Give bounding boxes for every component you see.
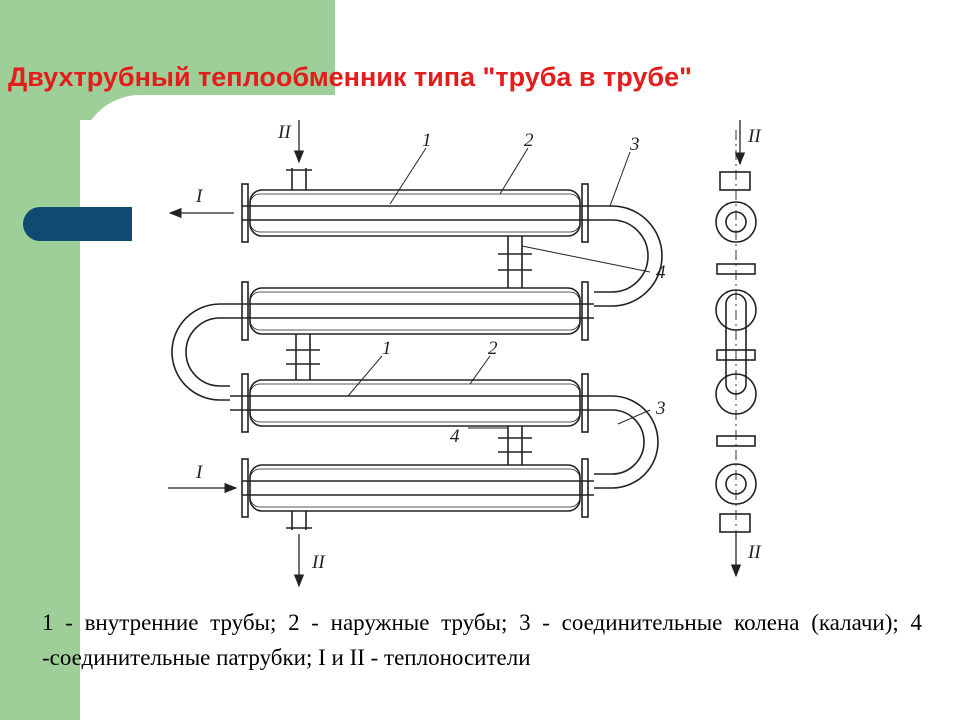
- return-bend-right-bottom: [594, 395, 659, 489]
- inner-tube-row-4: [242, 480, 594, 496]
- side-view: [715, 120, 757, 578]
- label-3-mid: 3: [655, 398, 666, 419]
- label-flow-I-out: I: [195, 186, 204, 207]
- label-2-mid: 2: [488, 338, 498, 359]
- outer-tube-row-2: [249, 287, 581, 335]
- content-corner: [80, 95, 335, 155]
- inner-tube-row-2: [230, 303, 594, 319]
- return-bend-right-top: [594, 205, 663, 307]
- flanges: [241, 183, 589, 518]
- inlet-nozzle-II: [286, 168, 312, 190]
- return-bend-left: [171, 303, 230, 401]
- outlet-nozzle-II: [286, 511, 312, 530]
- label-flow-II-in: II: [277, 122, 292, 143]
- label-flow-II-side-out: II: [747, 542, 762, 563]
- label-flow-I-in: I: [195, 462, 204, 483]
- left-green-band: [0, 0, 80, 720]
- slide-title: Двухтрубный теплообменник типа "труба в …: [8, 62, 692, 92]
- leader-lines: [347, 147, 651, 429]
- label-4-top: 4: [656, 262, 666, 283]
- outer-tube-row-3: [249, 379, 581, 427]
- connecting-nozzle-2: [286, 334, 320, 380]
- diagram-labels: 1 2 3 4 1 2 3 4 I I II II II II: [195, 122, 762, 573]
- label-flow-II-out: II: [311, 552, 326, 573]
- blue-accent-tab: [23, 207, 132, 241]
- figure-caption: 1 - внутренние трубы; 2 - наружные трубы…: [42, 610, 922, 670]
- label-flow-II-side-in: II: [747, 126, 762, 147]
- connecting-nozzle-1: [498, 236, 532, 288]
- label-1-mid: 1: [382, 338, 392, 359]
- label-3-top: 3: [629, 134, 640, 155]
- inner-tube-row-1: [242, 205, 606, 221]
- outer-tube-row-1: [249, 189, 581, 237]
- label-4-mid: 4: [450, 426, 460, 447]
- connecting-nozzle-3: [498, 426, 532, 465]
- label-2-top: 2: [524, 130, 534, 151]
- heat-exchanger-diagram: 1 2 3 4 1 2 3 4 I I II II II II: [168, 120, 762, 588]
- outer-tube-row-4: [249, 464, 581, 512]
- flow-arrows: [168, 120, 305, 588]
- inner-tube-row-3: [230, 395, 606, 411]
- label-1-top: 1: [422, 130, 432, 151]
